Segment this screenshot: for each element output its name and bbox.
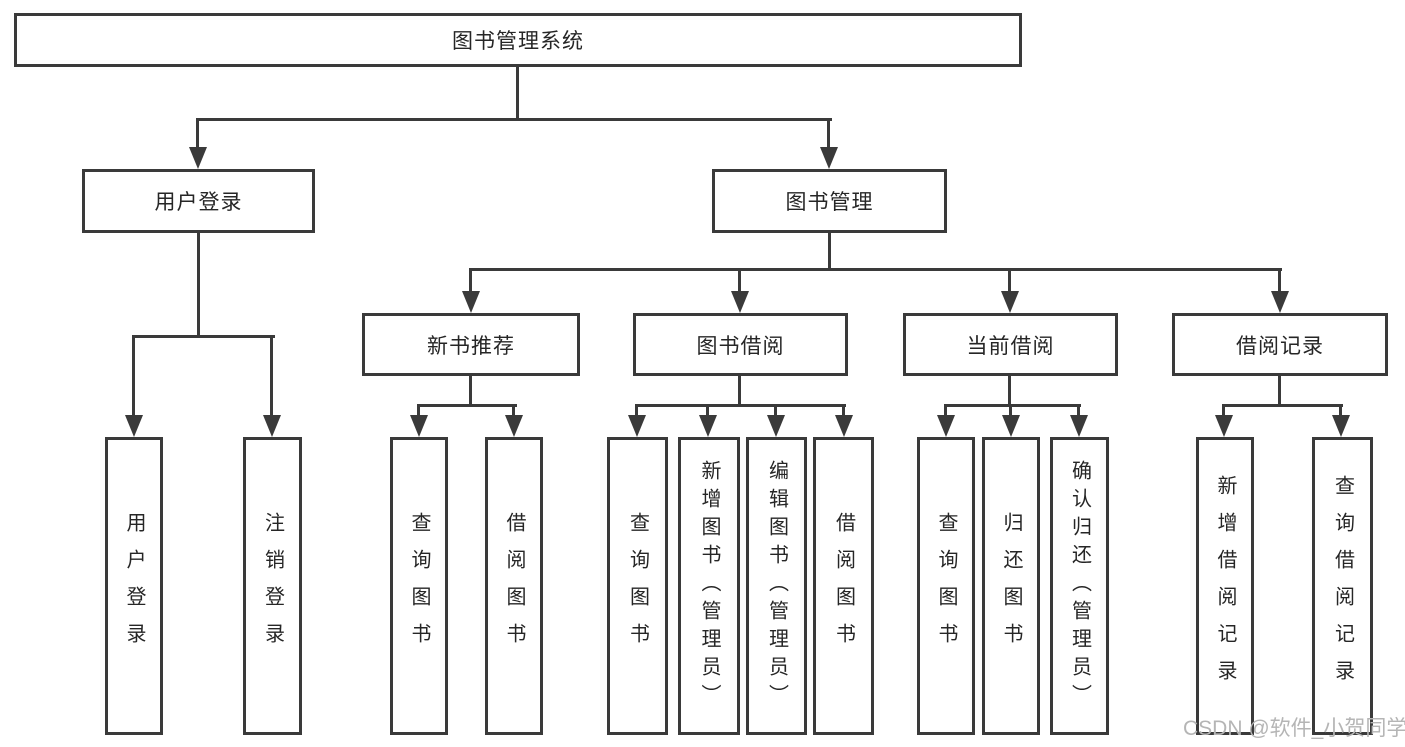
leaf-query-books-current: 查询图书 (917, 437, 975, 735)
connector-borrowing-rail (635, 404, 846, 407)
node-label: 新书推荐 (427, 334, 515, 358)
connector-borrowing-stem (738, 375, 741, 406)
leaf-borrow-books-borrowing: 借阅图书 (813, 437, 874, 735)
node-borrowing-records: 借阅记录 (1172, 313, 1388, 376)
connector-user-login-stem (197, 232, 200, 338)
leaf-add-book-admin: 新增图书（管理员） (678, 437, 740, 735)
node-label: 用户登录 (123, 512, 145, 660)
node-library-system: 图书管理系统 (14, 13, 1022, 67)
leaf-borrow-books-recommend: 借阅图书 (485, 437, 543, 735)
node-label: 图书借阅 (696, 334, 785, 358)
arrow-down-icon (462, 268, 480, 313)
node-label: 查询图书 (408, 512, 430, 660)
node-label: 用户登录 (154, 191, 243, 214)
arrow-down-icon (1215, 404, 1233, 437)
node-label: 借阅记录 (1236, 334, 1324, 358)
connector-user-login-rail (133, 335, 275, 338)
node-user-login: 用户登录 (82, 169, 315, 233)
node-label: 注销登录 (261, 512, 284, 660)
leaf-user-login: 用户登录 (105, 437, 163, 735)
connector-records-stem (1278, 375, 1281, 406)
connector-book-management-stem (828, 232, 831, 271)
arrow-down-icon (937, 404, 955, 437)
watermark: CSDN @软件_小贺同学 (1183, 717, 1405, 740)
node-label: 新增借阅记录 (1214, 475, 1236, 697)
leaf-return-book: 归还图书 (982, 437, 1040, 735)
leaf-add-borrow-record: 新增借阅记录 (1196, 437, 1254, 735)
connector-current-stem (1008, 375, 1011, 406)
leaf-confirm-return-admin: 确认归还（管理员） (1050, 437, 1109, 735)
connector-records-rail (1222, 404, 1343, 407)
connector-recommendation-rail (417, 404, 517, 407)
arrow-down-icon (263, 335, 281, 437)
arrow-down-icon (1332, 404, 1350, 437)
node-book-borrowing: 图书借阅 (633, 313, 848, 376)
arrow-down-icon (628, 404, 646, 437)
node-label: 图书管理 (785, 191, 874, 214)
arrow-down-icon (505, 404, 523, 437)
arrow-down-icon (699, 404, 717, 437)
connector-level3-rail (469, 268, 1282, 271)
node-label: 确认归还（管理员） (1068, 460, 1091, 712)
arrow-down-icon (410, 404, 428, 437)
node-label: 查询图书 (935, 512, 957, 660)
connector-root-stem (516, 66, 519, 121)
node-label: 图书管理系统 (452, 30, 584, 53)
node-label: 借阅图书 (832, 512, 855, 660)
arrow-down-icon (189, 118, 207, 169)
node-label: 当前借阅 (966, 334, 1055, 358)
leaf-query-books-recommend: 查询图书 (390, 437, 448, 735)
arrow-down-icon (835, 404, 853, 437)
node-label: 编辑图书（管理员） (765, 460, 788, 712)
arrow-down-icon (125, 335, 143, 437)
node-label: 查询图书 (626, 512, 649, 660)
node-new-book-recommendation: 新书推荐 (362, 313, 580, 376)
arrow-down-icon (731, 268, 749, 313)
arrow-down-icon (1271, 268, 1289, 313)
node-current-borrowing: 当前借阅 (903, 313, 1118, 376)
node-label: 查询借阅记录 (1331, 475, 1354, 697)
leaf-edit-book-admin: 编辑图书（管理员） (746, 437, 807, 735)
node-label: 新增图书（管理员） (698, 460, 720, 712)
arrow-down-icon (820, 118, 838, 169)
arrow-down-icon (1070, 404, 1088, 437)
arrow-down-icon (767, 404, 785, 437)
connector-recommendation-stem (469, 375, 472, 406)
arrow-down-icon (1002, 404, 1020, 437)
connector-level2-rail (196, 118, 832, 121)
node-label: 借阅图书 (503, 512, 525, 660)
arrow-down-icon (1001, 268, 1019, 313)
leaf-query-borrow-record: 查询借阅记录 (1312, 437, 1373, 735)
connector-current-rail (944, 404, 1081, 407)
leaf-logout: 注销登录 (243, 437, 302, 735)
node-label: 归还图书 (1000, 512, 1022, 660)
leaf-query-books-borrowing: 查询图书 (607, 437, 668, 735)
node-book-management: 图书管理 (712, 169, 947, 233)
